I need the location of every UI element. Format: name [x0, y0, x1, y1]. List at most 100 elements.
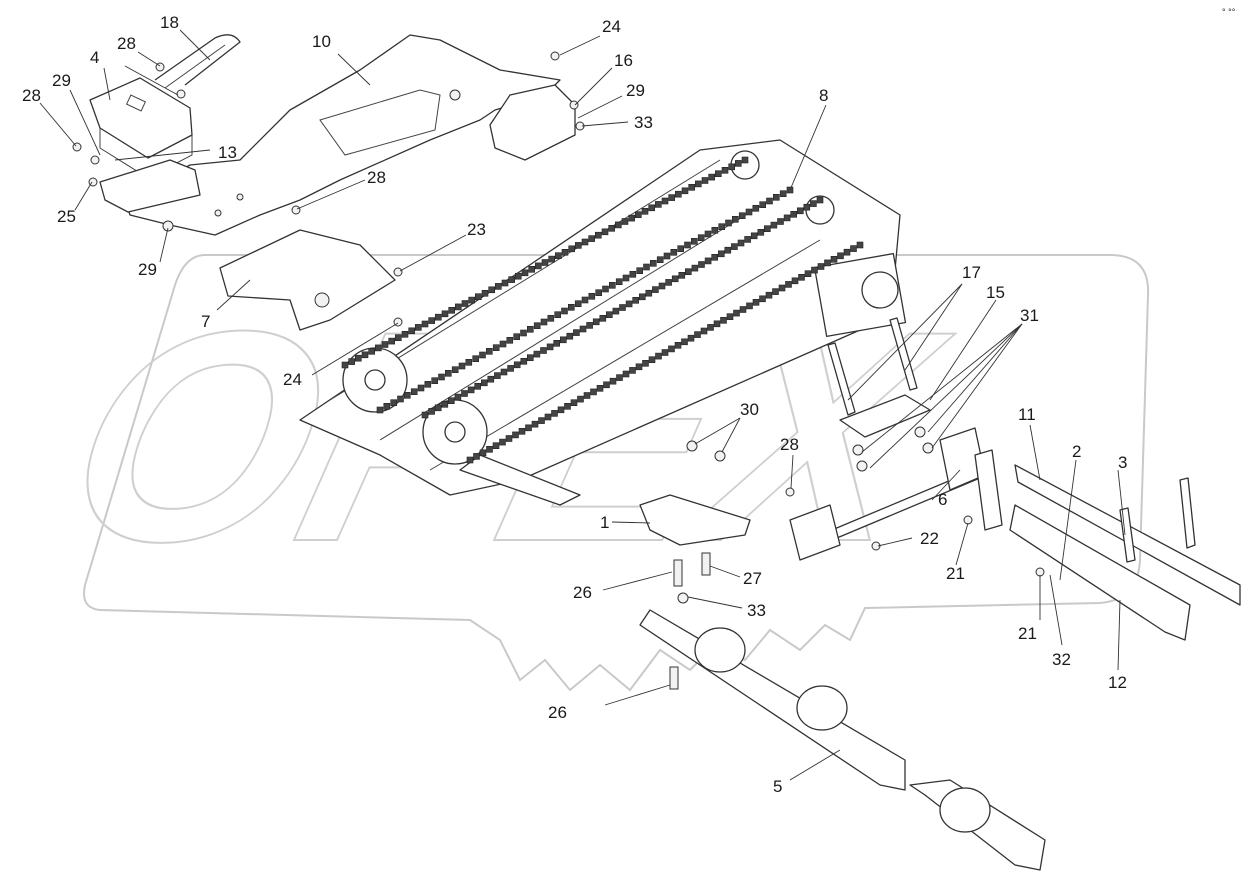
chain-link: [635, 363, 643, 371]
chain-link: [434, 313, 442, 321]
callout-8: 8: [819, 86, 828, 105]
chain-link: [348, 358, 356, 365]
callout-28-top: 28: [117, 34, 136, 53]
chain-link: [777, 218, 784, 225]
chain-link: [561, 249, 569, 256]
chain-link: [573, 329, 580, 336]
chain-link: [614, 221, 622, 229]
chain-link: [376, 406, 384, 414]
callout-18: 21: [946, 564, 965, 583]
chain-link: [354, 354, 362, 362]
chain-link: [785, 281, 792, 288]
chain-link: [629, 270, 637, 278]
chain-link: [507, 365, 514, 372]
chain-link: [772, 194, 780, 201]
chain-link: [790, 211, 798, 218]
chain-link: [590, 388, 597, 396]
chain-link: [663, 252, 671, 260]
chain-link: [674, 341, 682, 349]
chain-link: [554, 311, 562, 319]
callout-30: 30: [740, 400, 759, 419]
chain-link: [394, 334, 402, 342]
callout-24-top: 24: [602, 17, 621, 36]
callout-2: 2: [1072, 442, 1081, 461]
chain-link: [759, 295, 766, 303]
chain-link: [658, 282, 666, 290]
chain-link: [479, 351, 486, 359]
callout-1: 1: [600, 513, 609, 532]
chain-link: [381, 341, 389, 348]
chain-link: [720, 316, 727, 324]
chain-link: [592, 318, 600, 326]
chain-link: [531, 420, 539, 428]
chain-link: [704, 230, 712, 238]
chain-link: [588, 292, 596, 300]
chain-link: [388, 337, 396, 345]
chain-link: [677, 245, 685, 252]
chain-link: [508, 276, 516, 283]
chain-link: [390, 399, 398, 407]
chain-link: [525, 424, 532, 432]
callout-23: 23: [467, 220, 486, 239]
chain-link: [779, 190, 787, 197]
chain-link: [798, 273, 805, 281]
part-5-knife: [639, 609, 1046, 871]
chain-link: [431, 377, 439, 385]
chain-link: [520, 357, 528, 365]
chain-link: [643, 263, 650, 271]
chain-link: [641, 208, 649, 215]
chain-link: [811, 266, 818, 274]
chain-link: [533, 322, 541, 330]
callout-16: 17: [962, 263, 981, 282]
chain-link: [492, 344, 500, 352]
chain-link: [684, 268, 692, 276]
chain-link: [708, 173, 716, 181]
chain-link: [588, 235, 596, 242]
chain-link: [421, 320, 429, 328]
chain-link: [668, 194, 676, 201]
chain-link: [621, 218, 629, 225]
callout-11: 11: [1018, 405, 1036, 424]
chain-link: [428, 317, 436, 324]
callout-29-bottom-left: 29: [138, 260, 157, 279]
chain-link: [468, 296, 476, 304]
chain-link: [518, 427, 526, 435]
chain-link: [538, 417, 545, 424]
chain-link: [649, 259, 657, 267]
chain-link: [417, 384, 425, 392]
chain-link: [566, 332, 574, 340]
chain-link: [586, 322, 593, 329]
chain-link: [752, 205, 760, 212]
chain-link: [687, 334, 695, 342]
part-6-shaft: [789, 427, 986, 561]
chain-link: [608, 281, 616, 289]
chain-link: [737, 239, 745, 247]
callout-10: 10: [312, 32, 331, 51]
chain-link: [451, 366, 459, 374]
chain-link: [638, 293, 646, 301]
chain-link: [547, 314, 555, 322]
chain-link: [428, 408, 435, 415]
callout-33-lower: 33: [747, 601, 766, 620]
chain-link: [602, 285, 609, 293]
chain-link: [759, 201, 767, 208]
chain-link: [567, 303, 575, 311]
chain: [341, 156, 864, 464]
chain-link: [648, 356, 656, 364]
chain-link: [579, 325, 587, 333]
chain-link: [733, 309, 740, 317]
callout-21: 21: [1018, 624, 1037, 643]
chain-link: [465, 358, 473, 366]
callout-29-right: 29: [626, 81, 645, 100]
chain-link: [410, 388, 418, 396]
chain-link: [486, 445, 493, 453]
callout-7: 7: [201, 312, 210, 331]
chain-link: [467, 386, 475, 394]
chain-link: [540, 347, 547, 354]
chain-link: [570, 399, 578, 407]
callout-14: 16: [614, 51, 633, 70]
chain-link: [681, 187, 689, 195]
chain-link: [691, 264, 699, 272]
chain-link: [741, 156, 749, 164]
chain-link: [661, 197, 669, 205]
